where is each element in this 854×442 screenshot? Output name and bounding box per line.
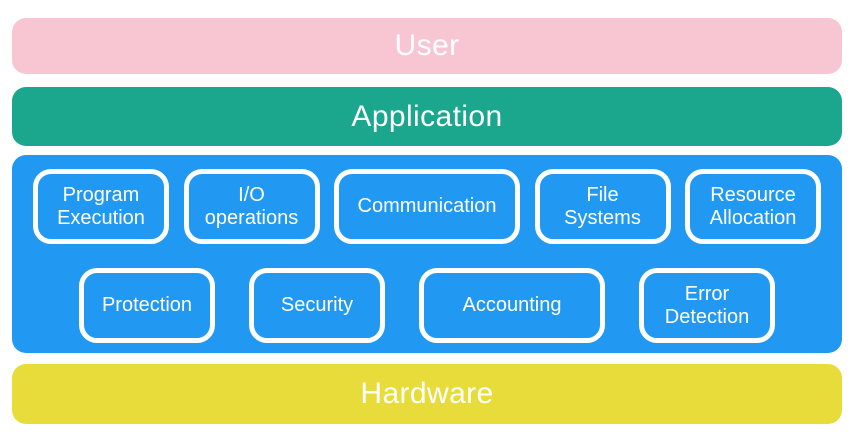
service-box-communication: Communication <box>334 169 520 244</box>
layer-hardware: Hardware <box>12 364 842 424</box>
service-box-protection: Protection <box>79 268 215 343</box>
service-label-security: Security <box>280 294 354 316</box>
service-box-io-operations: I/O operations <box>183 169 320 244</box>
os-services-row-1: Program Execution I/O operations Communi… <box>33 169 821 244</box>
service-box-program-execution: Program Execution <box>33 169 169 244</box>
service-label-error-detection: Error Detection <box>664 282 750 328</box>
layer-hardware-label: Hardware <box>360 377 494 410</box>
service-label-file-systems: File Systems <box>564 183 641 229</box>
service-box-error-detection: Error Detection <box>639 268 775 343</box>
service-label-io-operations: I/O operations <box>204 183 299 229</box>
service-box-file-systems: File Systems <box>534 169 671 244</box>
service-label-protection: Protection <box>101 294 193 316</box>
layer-user: User <box>12 18 842 74</box>
service-box-resource-allocation: Resource Allocation <box>685 169 821 244</box>
os-services-row-2: Protection Security Accounting Error Det… <box>33 268 821 343</box>
service-label-accounting: Accounting <box>462 294 562 316</box>
service-label-program-execution: Program Execution <box>57 183 145 229</box>
service-label-communication: Communication <box>357 195 497 217</box>
layer-application-label: Application <box>351 99 503 133</box>
service-box-accounting: Accounting <box>419 268 605 343</box>
layer-application: Application <box>12 87 842 146</box>
layer-user-label: User <box>394 29 460 62</box>
service-box-security: Security <box>249 268 385 343</box>
layer-os-services: Program Execution I/O operations Communi… <box>12 155 842 353</box>
service-label-resource-allocation: Resource Allocation <box>709 183 797 229</box>
